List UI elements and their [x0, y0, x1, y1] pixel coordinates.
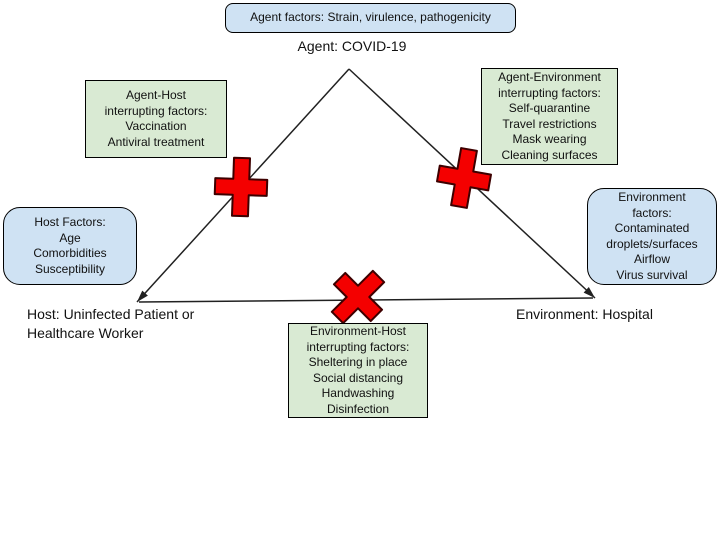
agent-environment-interrupting-text: Agent-Environment interrupting factors: … — [498, 70, 601, 162]
agent-environment-interrupting-box: Agent-Environment interrupting factors: … — [481, 68, 618, 165]
environment-factors-text: Environment factors: Contaminated drople… — [606, 190, 698, 282]
environment-factors-box: Environment factors: Contaminated drople… — [587, 188, 717, 285]
host-factors-box: Host Factors: Age Comorbidities Suscepti… — [3, 207, 137, 285]
agent-factors-text: Agent factors: Strain, virulence, pathog… — [250, 10, 491, 25]
environment-host-interrupting-box: Environment-Host interrupting factors: S… — [288, 323, 428, 418]
agent-factors-box: Agent factors: Strain, virulence, pathog… — [225, 3, 516, 33]
agent-host-interrupting-box: Agent-Host interrupting factors: Vaccina… — [85, 80, 227, 158]
host-factors-text: Host Factors: Age Comorbidities Suscepti… — [33, 215, 107, 276]
host-node-label: Host: Uninfected Patient or Healthcare W… — [27, 306, 195, 341]
environment-node-label: Environment: Hospital — [516, 306, 653, 322]
agent-node-label: Agent: COVID-19 — [297, 38, 407, 54]
environment-host-interrupting-text: Environment-Host interrupting factors: S… — [306, 324, 410, 416]
agent-host-interrupting-text: Agent-Host interrupting factors: Vaccina… — [104, 88, 208, 149]
interrupt-cross-agent-environment-icon — [436, 147, 492, 209]
interrupt-cross-agent-host-icon — [213, 156, 269, 218]
